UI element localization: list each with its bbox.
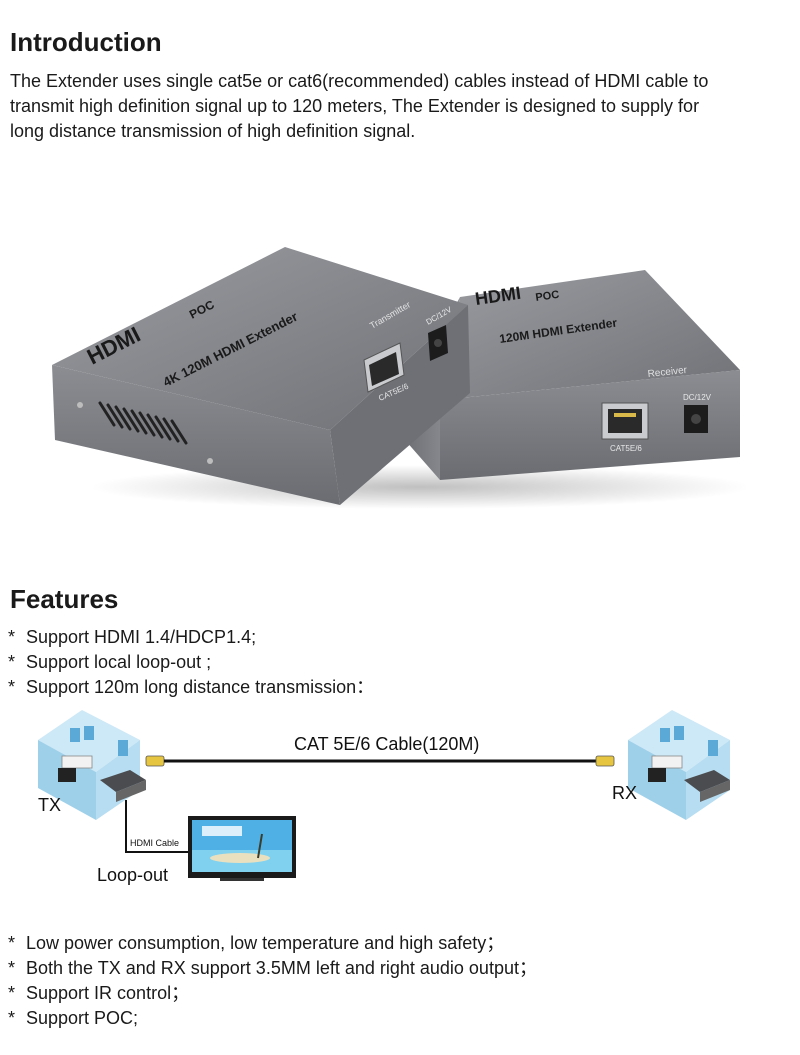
intro-line: transmit high definition signal up to 12… [10,96,700,116]
transmitter-device: CAT5E/6 DC/12V Transmitter HDMI POC 4K 1… [52,247,470,505]
transmitter-vents [98,401,188,445]
cable-label: CAT 5E/6 Cable(120M) [294,734,480,754]
intro-line: The Extender uses single cat5e or cat6(r… [10,71,709,91]
bullet-star: * [8,652,16,672]
transmitter-rj45-port [363,342,405,393]
receiver-dc-jack [684,405,708,433]
list-item: *Support HDMI 1.4/HDCP1.4; [0,625,374,650]
intro-title: Introduction [10,27,162,57]
transmitter-top [52,247,468,430]
list-item: *Support 120m long distance transmission… [0,675,374,700]
hdmi-cable-label: HDMI Cable [130,838,180,848]
transmitter-front [52,365,340,505]
receiver-rj45-port [601,402,649,440]
receiver-port-label: CAT5E/6 [610,444,642,453]
screw-icon [207,458,213,464]
bullet-star: * [8,933,16,953]
screw-icon [77,402,83,408]
features-list-top: *Support HDMI 1.4/HDCP1.4; *Support loca… [0,625,374,700]
cat-cable [145,755,615,767]
intro-line: long distance transmission of high defin… [10,121,416,141]
rj45-connector-icon [595,755,615,767]
list-item: *Support IR control； [0,981,537,1006]
bullet-star: * [8,677,16,697]
tx-label: TX [38,795,62,815]
bullet-star: * [8,1008,16,1028]
loop-out-label: Loop-out [97,865,169,885]
transmitter-dc-jack [428,325,448,361]
rx-room-icon [628,710,730,820]
intro-paragraph: The Extender uses single cat5e or cat6(r… [10,69,795,144]
connection-diagram [38,710,730,881]
bullet-star: * [8,958,16,978]
rx-label: RX [612,783,638,803]
list-item: *Both the TX and RX support 3.5MM left a… [0,956,537,981]
tx-room-icon [38,710,146,820]
receiver-role-label: Receiver [647,365,688,380]
receiver-top [440,270,740,400]
receiver-poc-label: POC [535,289,560,304]
bullet-star: * [8,627,16,647]
product-photo: CAT5E/6 DC/12V Receiver HDMI POC 120M HD… [52,247,750,509]
features-title: Features [10,584,119,614]
hdmi-cable-line [125,800,188,853]
receiver-front [440,370,740,480]
list-item: *Support local loop-out ; [0,650,374,675]
bullet-star: * [8,983,16,1003]
receiver-power-label: DC/12V [683,393,712,402]
tv-icon [188,816,296,881]
list-item: *Support POC; [0,1006,537,1031]
rj45-connector-icon [145,755,165,767]
features-list-bottom: *Low power consumption, low temperature … [0,931,537,1031]
photo-shadow [90,465,750,509]
list-item: *Low power consumption, low temperature … [0,931,537,956]
